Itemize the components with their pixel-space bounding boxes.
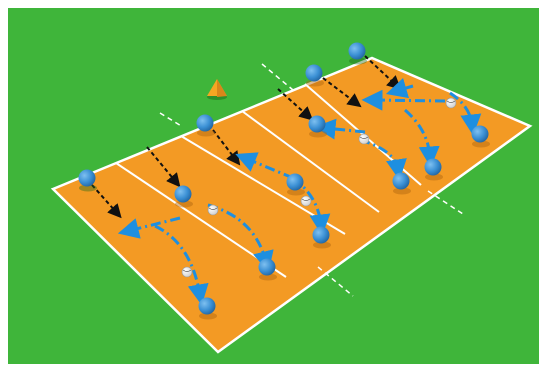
ball-icon [182, 267, 192, 277]
ball-icon [359, 134, 369, 144]
ball-icon [301, 196, 311, 206]
ball-icon [446, 98, 456, 108]
ball-icon [208, 205, 218, 215]
